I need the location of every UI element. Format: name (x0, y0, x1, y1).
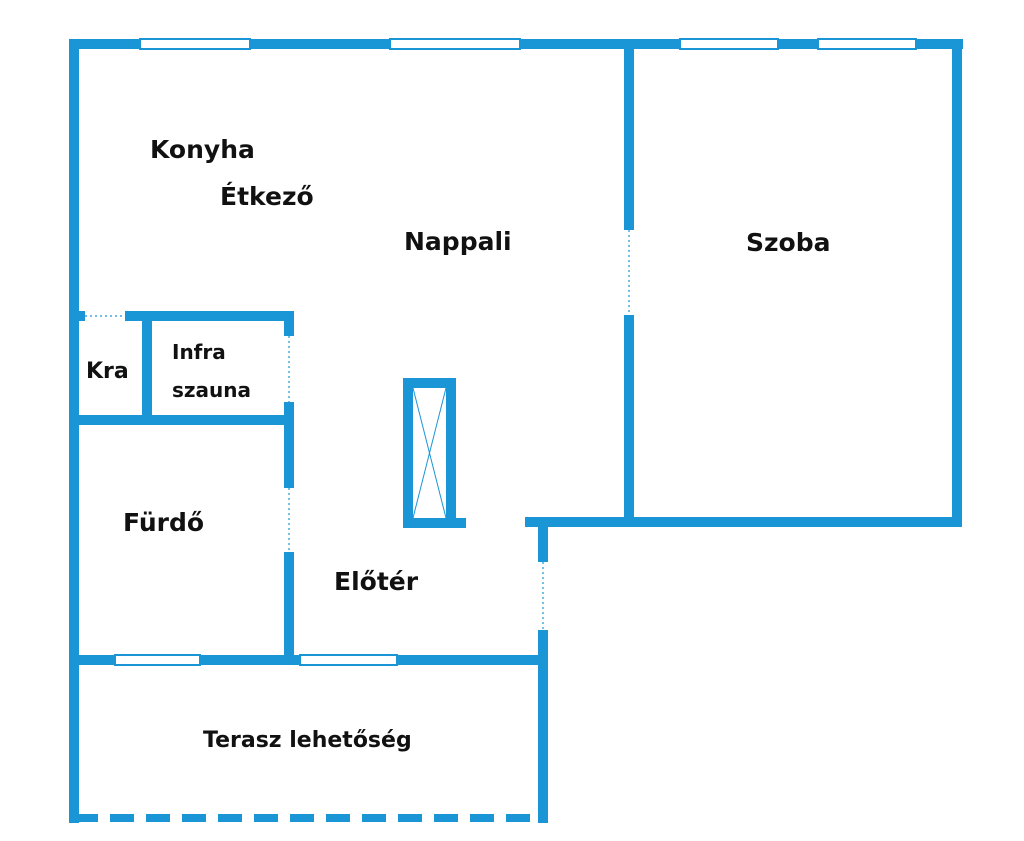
walls (69, 39, 963, 823)
window-eloter (299, 654, 398, 666)
label-terasz: Terasz lehetőség (203, 728, 412, 753)
window-szoba-1 (679, 38, 779, 50)
window-kitchen (139, 38, 251, 50)
window-furdo (114, 654, 201, 666)
label-kra: Kra (86, 359, 129, 384)
label-eloter: Előtér (334, 567, 419, 596)
label-infra-line2: szauna (172, 378, 251, 402)
window-szoba-2 (817, 38, 917, 50)
label-nappali: Nappali (404, 227, 512, 256)
label-szoba: Szoba (746, 228, 831, 257)
label-infra-line1: Infra (172, 340, 226, 364)
label-furdo: Fürdő (123, 508, 204, 537)
window-nappali (389, 38, 521, 50)
shaft-cross-b (412, 387, 447, 519)
label-etkezo: Étkező (220, 182, 314, 211)
label-konyha: Konyha (150, 135, 255, 164)
